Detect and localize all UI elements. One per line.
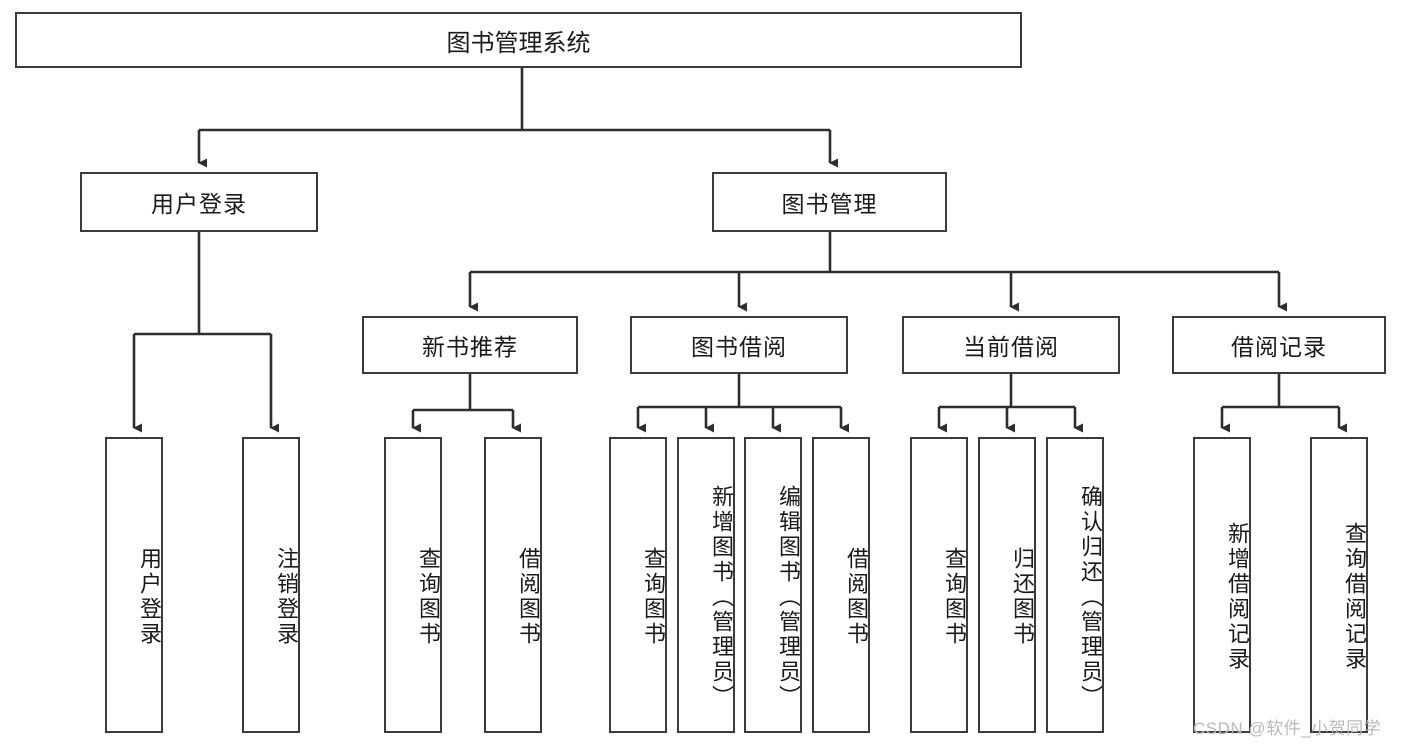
node-current-borrow-label: 当前借阅 [963,334,1059,360]
leaf-book-borrow-edit[interactable]: 编辑图书（管理员） [744,437,802,733]
node-root-system[interactable]: 图书管理系统 [15,12,1022,68]
node-current-borrow[interactable]: 当前借阅 [902,316,1120,374]
leaf-current-borrow-query[interactable]: 查询图书 [910,437,968,733]
node-user-login[interactable]: 用户登录 [80,172,318,232]
node-new-book-recommend[interactable]: 新书推荐 [362,316,578,374]
leaf-book-borrow-query-label: 查询图书 [641,547,666,647]
leaf-user-login-login[interactable]: 用户登录 [105,437,163,733]
leaf-book-borrow-add-label: 新增图书（管理员） [709,484,734,710]
leaf-borrow-record-add[interactable]: 新增借阅记录 [1193,437,1251,733]
leaf-book-borrow-add[interactable]: 新增图书（管理员） [677,437,735,733]
node-book-management[interactable]: 图书管理 [712,172,947,232]
leaf-book-borrow-edit-label: 编辑图书（管理员） [776,484,801,710]
node-borrow-record-label: 借阅记录 [1231,334,1327,360]
leaf-new-book-query-label: 查询图书 [416,547,441,647]
leaf-new-book-query[interactable]: 查询图书 [384,437,442,733]
node-book-borrow[interactable]: 图书借阅 [630,316,848,374]
node-new-book-recommend-label: 新书推荐 [422,334,518,360]
node-book-management-label: 图书管理 [781,191,878,217]
leaf-current-borrow-return-label: 归还图书 [1010,547,1035,647]
leaf-book-borrow-lend[interactable]: 借阅图书 [812,437,870,733]
leaf-user-login-logout-label: 注销登录 [274,547,299,647]
leaf-borrow-record-query-label: 查询借阅记录 [1342,522,1367,672]
csdn-watermark: CSDN @软件_小贺同学 [1193,719,1382,738]
leaf-user-login-login-label: 用户登录 [137,547,162,647]
node-borrow-record[interactable]: 借阅记录 [1172,316,1386,374]
leaf-book-borrow-query[interactable]: 查询图书 [609,437,667,733]
leaf-new-book-borrow-label: 借阅图书 [516,547,541,647]
leaf-current-borrow-confirm[interactable]: 确认归还（管理员） [1046,437,1104,733]
leaf-book-borrow-lend-label: 借阅图书 [844,547,869,647]
node-root-system-label: 图书管理系统 [446,29,591,57]
leaf-current-borrow-query-label: 查询图书 [942,547,967,647]
leaf-borrow-record-query[interactable]: 查询借阅记录 [1310,437,1368,733]
leaf-current-borrow-return[interactable]: 归还图书 [978,437,1036,733]
leaf-new-book-borrow[interactable]: 借阅图书 [484,437,542,733]
leaf-current-borrow-confirm-label: 确认归还（管理员） [1078,484,1103,710]
node-user-login-label: 用户登录 [151,191,247,217]
leaf-user-login-logout[interactable]: 注销登录 [242,437,300,733]
leaf-borrow-record-add-label: 新增借阅记录 [1225,522,1250,672]
node-book-borrow-label: 图书借阅 [691,334,787,360]
